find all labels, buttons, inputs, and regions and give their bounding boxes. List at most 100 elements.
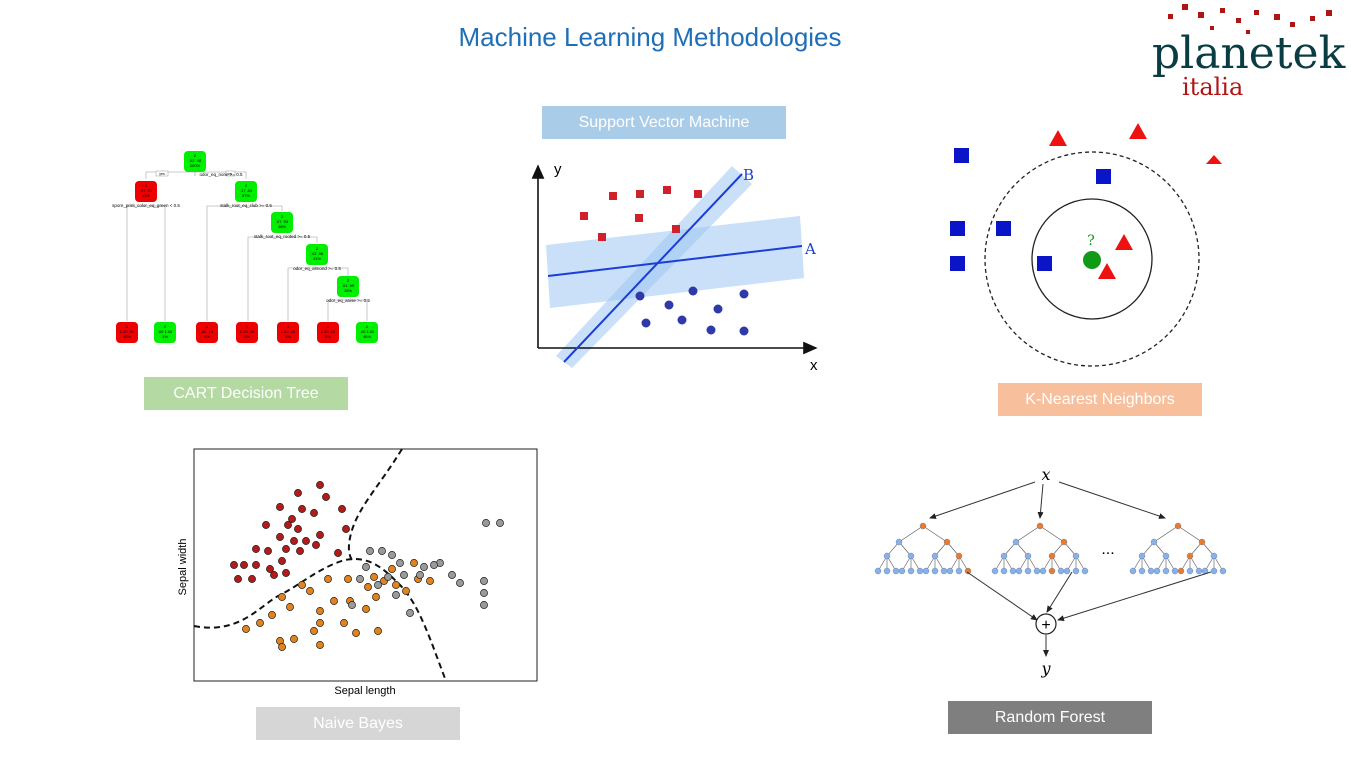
nb-point [306, 587, 314, 595]
rf-tree-node [1210, 552, 1218, 560]
nb-point [252, 561, 260, 569]
cart-split-root: odor_eq_none >= 0.5 [199, 172, 243, 177]
rf-tree-node [1072, 552, 1080, 560]
nb-point [252, 545, 260, 553]
nb-point [364, 583, 372, 591]
rf-tree-node [1186, 567, 1194, 575]
nb-point [370, 573, 378, 581]
nb-point [264, 547, 272, 555]
nb-point [352, 629, 360, 637]
svg-text:1: 1 [145, 183, 148, 188]
cart-leaf: 11.00 .002% [317, 322, 339, 343]
svg-text:.00 1.00: .00 1.00 [158, 329, 173, 334]
nb-point [378, 547, 386, 555]
rf-tree-node [1195, 567, 1203, 575]
rf-tree-node [898, 567, 906, 575]
nb-point [410, 559, 418, 567]
svg-text:.97 .03: .97 .03 [140, 188, 153, 193]
nb-point [282, 545, 290, 553]
nb-point [496, 519, 504, 527]
rf-tree-node [907, 567, 915, 575]
rf-label: Random Forest [948, 701, 1152, 734]
cart-node-4: 2 .02 .98 41% [306, 244, 328, 265]
nb-point [416, 571, 424, 579]
rf-tree-node [964, 567, 972, 575]
cart-leaf: 2.00 1.001% [154, 322, 176, 343]
svg-text:1.00 .00: 1.00 .00 [321, 329, 336, 334]
nb-point [288, 515, 296, 523]
rf-tree-node [1060, 538, 1068, 546]
random-forest-diagram: x ... + y [874, 465, 1227, 678]
svg-text:.17 .83: .17 .83 [240, 188, 253, 193]
svg-text:1.00 .00: 1.00 .00 [281, 329, 296, 334]
nb-point [286, 603, 294, 611]
rf-tree-node [940, 567, 948, 575]
cart-label: CART Decision Tree [144, 377, 348, 410]
rf-tree-node [991, 567, 999, 575]
svg-text:43%: 43% [142, 193, 150, 198]
nb-point [392, 591, 400, 599]
logo-sub: italia [1182, 73, 1243, 100]
nb-point [312, 541, 320, 549]
nb-point [310, 509, 318, 517]
nb-point [298, 505, 306, 513]
svg-text:57%: 57% [242, 193, 250, 198]
rf-tree-node [874, 567, 882, 575]
nb-point [284, 521, 292, 529]
svg-text:.01 .99: .01 .99 [342, 283, 355, 288]
rf-tree [874, 522, 972, 575]
rf-tree-node [931, 552, 939, 560]
nb-point [266, 565, 274, 573]
nb-point [256, 619, 264, 627]
svg-text:46%: 46% [278, 224, 286, 229]
cart-node-5: 2 .01 .99 35% [337, 276, 359, 297]
rf-tree-node [1033, 567, 1041, 575]
nb-point [388, 565, 396, 573]
nb-point [294, 525, 302, 533]
svg-text:4%: 4% [204, 334, 210, 339]
nb-point [342, 525, 350, 533]
rf-tree-node [1024, 567, 1032, 575]
rf-tree-node [1057, 567, 1065, 575]
nb-point [426, 577, 434, 585]
nb-point [402, 587, 410, 595]
svm-hyperplane-a [547, 245, 803, 277]
nb-point [384, 573, 392, 581]
cart-node-root: 2 .02 .48 100% [184, 151, 206, 172]
cart-no-tag: no [228, 172, 232, 176]
rf-ellipsis: ... [1101, 541, 1114, 558]
rf-input-arrows [929, 481, 1166, 519]
page-title: Machine Learning Methodologies [458, 22, 842, 52]
nb-point [240, 561, 248, 569]
nb-point [482, 519, 490, 527]
rf-tree-node [1039, 567, 1047, 575]
rf-trees [874, 522, 1227, 575]
nb-point [448, 571, 456, 579]
svm-hyperplane-b [563, 173, 743, 363]
nb-point [362, 605, 370, 613]
svg-text:1: 1 [327, 324, 330, 329]
knn-query-label: ? [1087, 233, 1095, 249]
rf-tree-node [1015, 567, 1023, 575]
nb-point [480, 577, 488, 585]
rf-tree-node [1162, 552, 1170, 560]
svg-text:35%: 35% [344, 288, 352, 293]
svg-text:46%: 46% [363, 334, 371, 339]
nb-point [230, 561, 238, 569]
nb-point [262, 521, 270, 529]
nb-point [430, 561, 438, 569]
nb-point [356, 575, 364, 583]
rf-output-arrows [966, 571, 1212, 657]
cart-yes-tag: yes [159, 172, 165, 176]
nb-y-label: Sepal width [177, 539, 189, 596]
rf-tree-node [1147, 567, 1155, 575]
rf-tree-node [916, 567, 924, 575]
nb-point [290, 537, 298, 545]
nb-point [298, 581, 306, 589]
cart-split-2: stalk_root_eq_club >= 0.5 [220, 203, 272, 208]
nb-point [278, 593, 286, 601]
rf-tree-node [1219, 567, 1227, 575]
rf-tree-node [883, 567, 891, 575]
